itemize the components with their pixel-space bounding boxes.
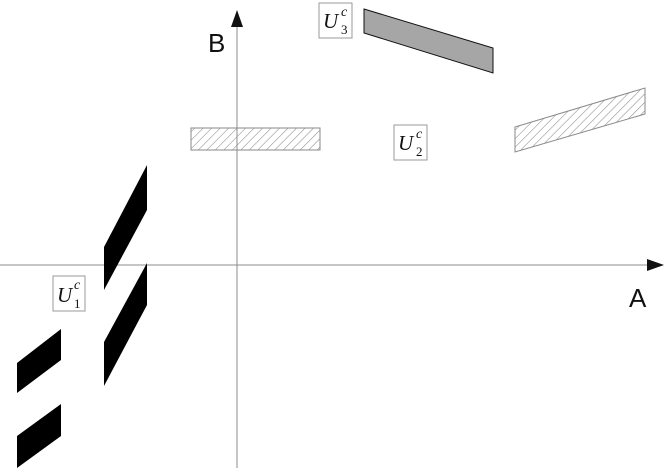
u1-letter: U bbox=[57, 283, 74, 307]
u2-letter: U bbox=[398, 131, 415, 155]
u1-region bbox=[104, 263, 147, 386]
u2-region bbox=[190, 127, 321, 151]
set-u1-regions bbox=[17, 165, 147, 468]
u1-region bbox=[17, 404, 61, 468]
u3-superscript: c bbox=[341, 5, 348, 20]
b-axis-arrowhead bbox=[231, 10, 243, 27]
set-u2-regions bbox=[190, 87, 646, 153]
label-u3: U c 3 bbox=[318, 2, 353, 39]
u1-region bbox=[104, 165, 147, 290]
set-u3-regions bbox=[363, 8, 494, 74]
u3-region bbox=[363, 8, 494, 74]
u1-subscript: 1 bbox=[74, 296, 81, 311]
b-axis-label: B bbox=[208, 28, 225, 58]
u2-subscript: 2 bbox=[416, 144, 423, 159]
u1-region bbox=[17, 329, 61, 393]
u3-subscript: 3 bbox=[341, 22, 348, 37]
label-u2: U c 2 bbox=[393, 124, 428, 161]
u3-letter: U bbox=[323, 9, 340, 33]
u1-superscript: c bbox=[74, 278, 81, 293]
a-axis-label: A bbox=[629, 283, 647, 313]
u2-region bbox=[514, 87, 646, 153]
label-u1: U c 1 bbox=[52, 275, 86, 312]
u2-superscript: c bbox=[416, 127, 423, 142]
a-axis-arrowhead bbox=[647, 259, 664, 271]
